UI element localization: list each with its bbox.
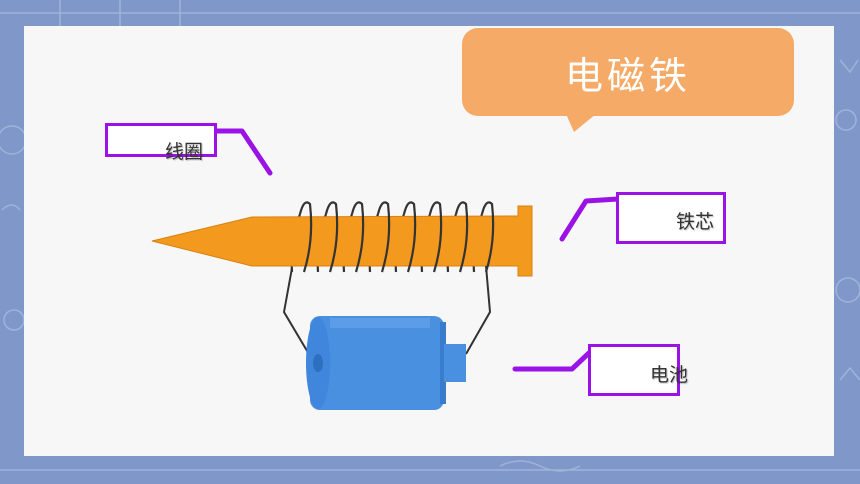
coil-label: 线圈	[165, 141, 204, 163]
core-label-box	[616, 192, 726, 244]
title-callout: 电磁铁	[462, 28, 794, 116]
battery-label-box	[588, 344, 680, 396]
core-leader-line	[559, 196, 621, 242]
battery	[306, 316, 466, 410]
core-label: 铁芯	[676, 211, 715, 233]
coil-front-loops	[298, 201, 495, 273]
battery-label: 电池	[650, 364, 689, 386]
title-callout-tail	[566, 114, 596, 132]
wire-right	[465, 265, 492, 355]
battery-leader-line	[512, 349, 593, 372]
iron-core-nail	[151, 205, 533, 277]
coil-label-box	[105, 123, 217, 157]
coil-leader-line	[213, 128, 273, 176]
wire-left	[282, 267, 317, 367]
slide-title: 电磁铁	[564, 53, 691, 98]
